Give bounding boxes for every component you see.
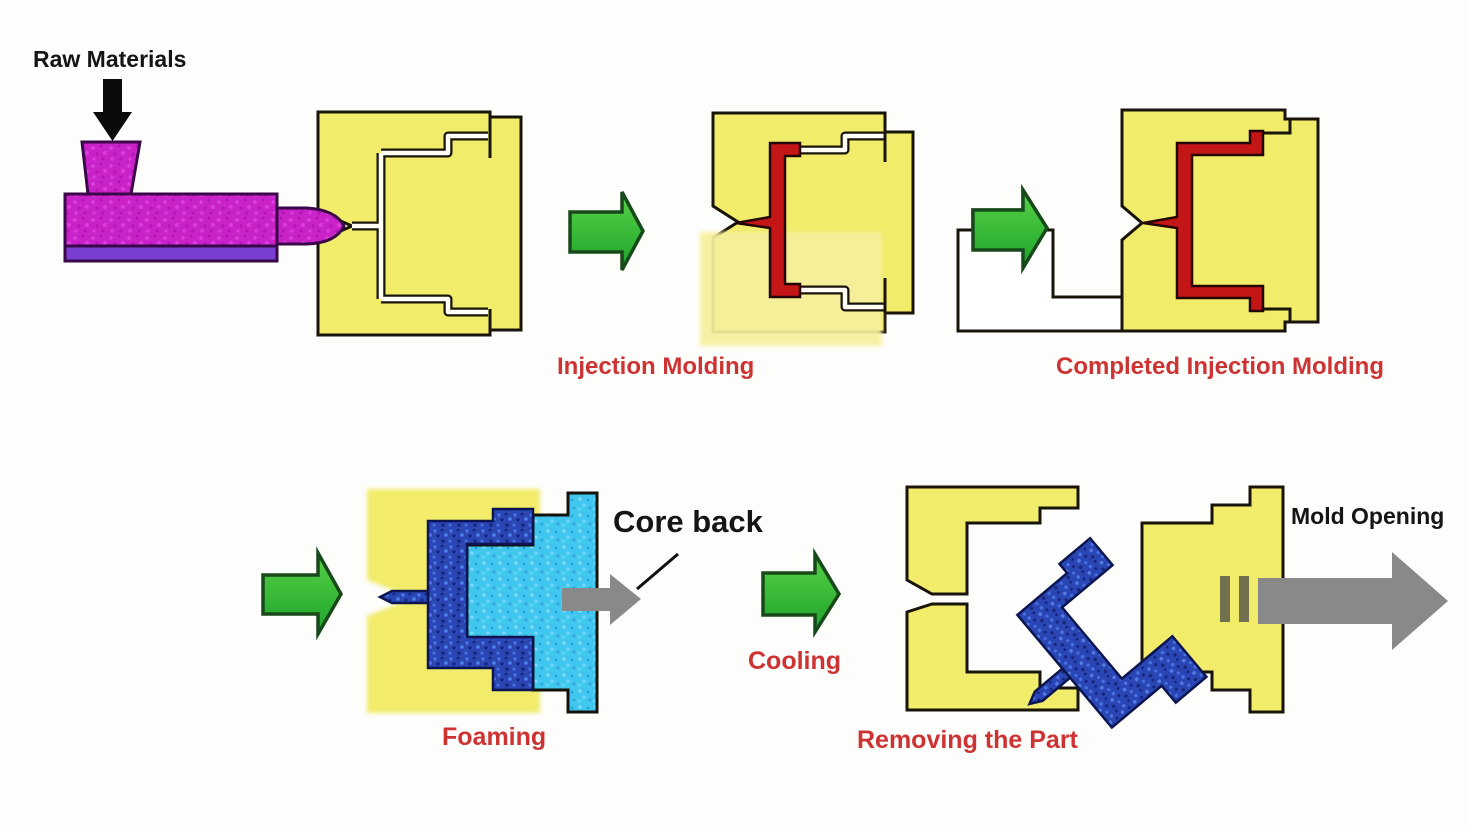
label-removing-the-part: Removing the Part: [857, 726, 1078, 754]
label-raw-materials: Raw Materials: [33, 46, 187, 72]
label-completed-injection-molding: Completed Injection Molding: [1056, 353, 1384, 380]
mold-3-block: [1120, 108, 1320, 333]
mold-3-core-lines: [1263, 119, 1292, 322]
open-mold-left-lower: [905, 602, 1080, 712]
molten-part-partial: [735, 141, 802, 299]
mold-opening-bar-2: [1239, 576, 1249, 622]
retracted-platen: [956, 228, 1124, 333]
flow-arrow-2-overlay: [971, 183, 1050, 275]
raw-materials-down-arrow: [93, 79, 132, 141]
flow-arrow-4: [761, 547, 842, 639]
core-back-pointer-line: [636, 552, 679, 591]
mold-1-cavity-channel: [352, 133, 488, 315]
injection-unit-barrel: [63, 192, 279, 248]
label-mold-opening: Mold Opening: [1291, 503, 1445, 529]
label-foaming: Foaming: [442, 723, 547, 751]
flow-arrow-3: [261, 546, 344, 641]
open-mold-left-upper: [905, 485, 1080, 596]
label-injection-molding: Injection Molding: [557, 353, 755, 380]
mold-opening-arrow: [1258, 552, 1448, 650]
mold-2-cavity-channel: [800, 133, 885, 310]
injection-unit-hopper: [80, 140, 142, 196]
core-back-arrow: [562, 574, 641, 625]
label-core-back: Core back: [613, 504, 763, 539]
injection-unit-nozzle: [275, 206, 346, 246]
molded-part-complete: [1142, 129, 1265, 313]
mold-opening-bar-1: [1220, 576, 1230, 622]
flow-arrow-1: [568, 191, 645, 271]
injection-unit-base: [63, 244, 279, 263]
label-cooling: Cooling: [748, 647, 842, 675]
